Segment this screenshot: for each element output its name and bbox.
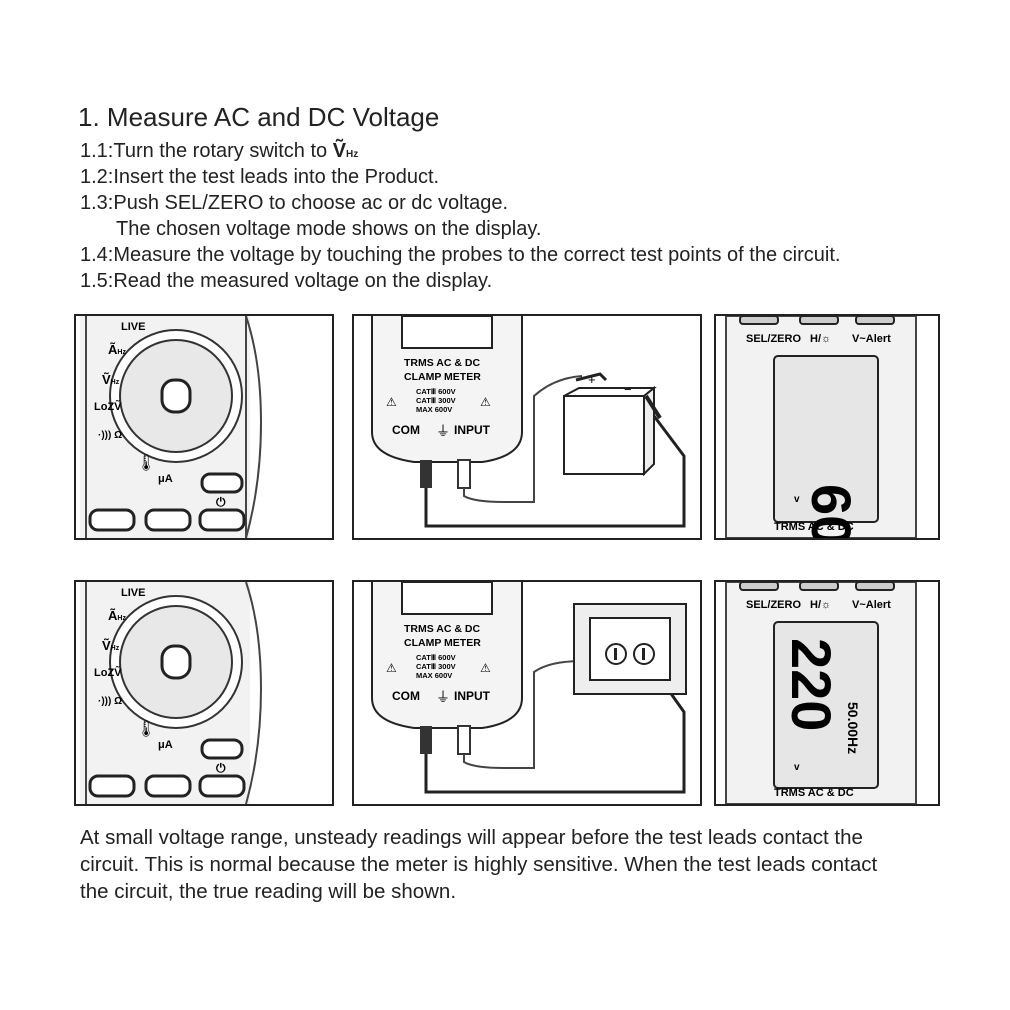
svg-text:CATⅢ 600V: CATⅢ 600V (416, 653, 456, 662)
func-button-1 (88, 508, 136, 532)
battery-plus: + (588, 372, 596, 387)
meter-body (371, 316, 523, 463)
diode-ohm-label: ·))) Ω (98, 696, 122, 707)
step-1-4: 1.4:Measure the voltage by touching the … (80, 244, 841, 266)
alert-label: V~Alert (852, 333, 891, 345)
step-1-1-text: 1.1:Turn the rotary switch to (80, 140, 328, 162)
com-probe-plug (420, 460, 432, 488)
ua-label: μA (158, 473, 173, 485)
sel-zero-button (739, 316, 779, 325)
red-lead (463, 660, 601, 769)
display-footer-label: TRMS AC & DC (774, 521, 854, 533)
lcd-screen (773, 355, 879, 523)
a-hz-label: ÃHz (108, 342, 126, 357)
hold-button (200, 738, 244, 760)
battery-body (563, 395, 645, 475)
max-600: MAX 600V (416, 405, 452, 414)
alert-button (855, 582, 895, 591)
sel-zero-button (739, 582, 779, 591)
ground-icon: ⏚ (436, 423, 450, 439)
lozv-label: LoZṼ (94, 666, 122, 679)
black-lead (424, 663, 686, 794)
footer-note: At small voltage range, unsteady reading… (80, 824, 960, 905)
cat-iii-600: CATⅢ 600V (416, 387, 456, 396)
func-button-3 (198, 774, 246, 798)
rotary-knob (160, 644, 192, 680)
rotary-knob (160, 378, 192, 414)
battery-minus: − (624, 382, 632, 397)
red-clip (575, 372, 608, 382)
footer-line-3: the circuit, the true reading will be sh… (80, 880, 457, 903)
v-unit-icon: v (794, 762, 800, 773)
hold-label: H/☼ (810, 333, 831, 345)
v-unit-icon: v (794, 494, 800, 505)
com-label: COM (392, 689, 420, 703)
v-hz-label: ṼHz (102, 372, 120, 387)
input-label: INPUT (454, 423, 491, 437)
cat-iii-300: CATⅢ 300V (416, 396, 456, 405)
sel-zero-label: SEL/ZERO (746, 333, 801, 345)
lcd-reading: 220 (780, 638, 843, 731)
warning-icon-2: ⚠ (480, 661, 491, 675)
hold-button (200, 472, 244, 494)
power-icon: ⏻ (216, 761, 226, 775)
svg-text:CATⅢ 300V: CATⅢ 300V (416, 662, 456, 671)
battery-top (563, 387, 657, 397)
a-hz-label: ÃHz (108, 608, 126, 623)
step-1-3: 1.3:Push SEL/ZERO to choose ac or dc vol… (80, 192, 509, 214)
section-title: 1. Measure AC and DC Voltage (78, 102, 440, 132)
lozv-label: LoZṼ (94, 400, 122, 413)
meter-label-1: TRMS AC & DC (404, 623, 480, 635)
thermometer-icon: 🌡 (136, 720, 156, 738)
hold-backlight-button (799, 316, 839, 325)
red-lead (463, 375, 583, 503)
func-button-3 (198, 508, 246, 532)
diode-ohm-label: ·))) Ω (98, 430, 122, 441)
thermometer-icon: 🌡 (136, 454, 156, 472)
live-label: LIVE (121, 587, 145, 599)
warning-icon: ⚠ (386, 395, 397, 409)
func-button-2 (144, 508, 192, 532)
com-label: COM (392, 423, 420, 437)
display-panel-dc: SEL/ZERO H/☼ V~Alert 600 v TRMS AC & DC (714, 314, 940, 540)
voltage-symbol: ṼHz (332, 140, 359, 162)
input-label: INPUT (454, 689, 491, 703)
live-label: LIVE (121, 321, 145, 333)
hold-backlight-button (799, 582, 839, 591)
footer-line-1: At small voltage range, unsteady reading… (80, 826, 863, 849)
meter-battery-panel: TRMS AC & DC CLAMP METER ⚠ ⚠ CATⅢ 600V C… (352, 314, 702, 540)
footer-line-2: circuit. This is normal because the mete… (80, 853, 878, 876)
alert-button (855, 316, 895, 325)
svg-text:V~Alert: V~Alert (852, 599, 891, 611)
svg-text:H/☼: H/☼ (810, 599, 831, 611)
meter-label-2: CLAMP METER (404, 637, 481, 649)
meter-outlet-panel: TRMS AC & DC CLAMP METER ⚠ ⚠ CATⅢ 600V C… (352, 580, 702, 806)
lcd-frequency: 50.00Hz (845, 702, 861, 754)
black-lead (424, 415, 686, 528)
v-hz-label: ṼHz (102, 638, 120, 653)
display-footer-label: TRMS AC & DC (774, 787, 854, 799)
lcd-screen (773, 621, 879, 789)
step-1-5: 1.5:Read the measured voltage on the dis… (80, 270, 493, 292)
meter-label-1: TRMS AC & DC (404, 357, 480, 369)
warning-icon: ⚠ (386, 661, 397, 675)
dial-panel-dc: LIVE ÃHz ṼHz LoZṼ ·))) Ω 🌡 μA ⏻ (74, 314, 334, 540)
power-icon: ⏻ (216, 495, 226, 509)
dial-panel-ac: LIVE ÃHz ṼHz LoZṼ ·))) Ω 🌡 μA ⏻ (74, 580, 334, 806)
step-1-3-note: The chosen voltage mode shows on the dis… (116, 218, 542, 240)
ground-icon: ⏚ (436, 689, 450, 705)
meter-label-2: CLAMP METER (404, 371, 481, 383)
black-clip (644, 394, 662, 420)
ua-label: μA (158, 739, 173, 751)
display-panel-ac: SEL/ZERO H/☼ V~Alert 220 50.00Hz v TRMS … (714, 580, 940, 806)
warning-icon-2: ⚠ (480, 395, 491, 409)
step-1-2: 1.2:Insert the test leads into the Produ… (80, 166, 440, 188)
func-button-1 (88, 774, 136, 798)
input-probe-plug (457, 459, 471, 489)
svg-text:SEL/ZERO: SEL/ZERO (746, 599, 801, 611)
func-button-2 (144, 774, 192, 798)
step-1-1: 1.1:Turn the rotary switch to ṼHz (80, 140, 358, 163)
lcd-reading: 600 (800, 484, 863, 538)
svg-text:MAX 600V: MAX 600V (416, 671, 452, 680)
